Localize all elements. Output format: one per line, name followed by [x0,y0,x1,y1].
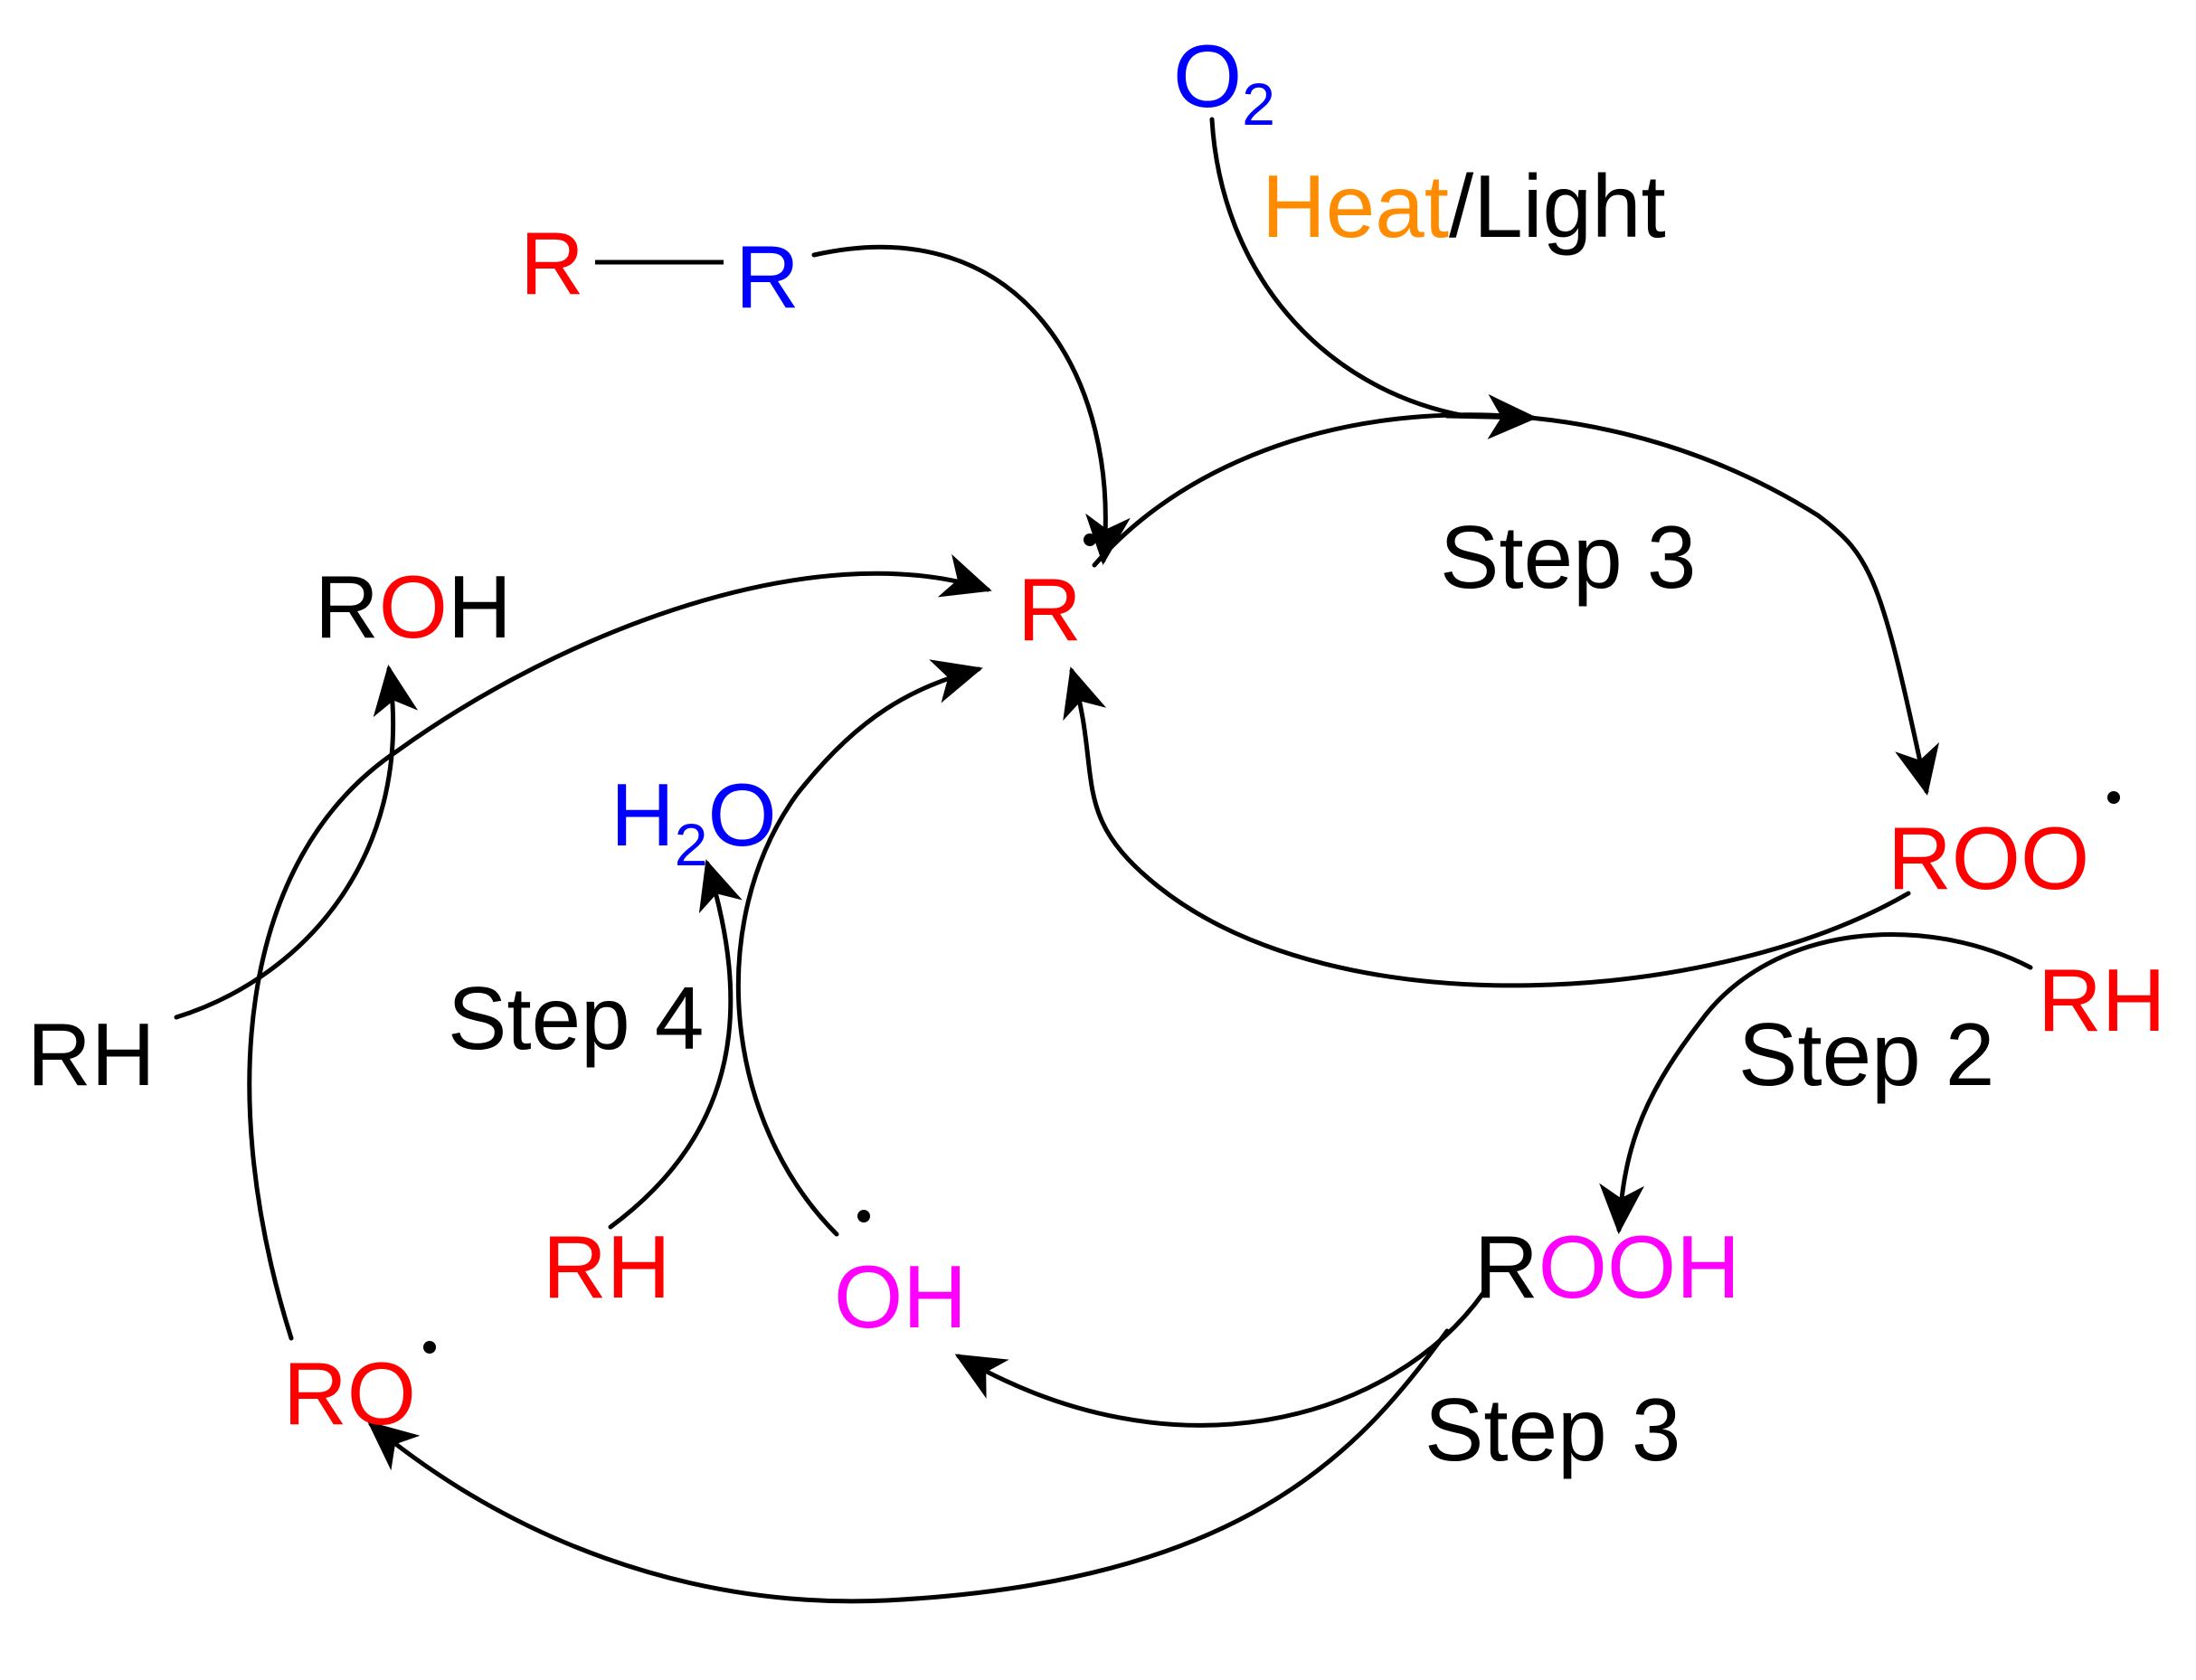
h2o-subscript: 2 [675,811,708,878]
step3-bottom-label: Step 3 [1425,1380,1680,1479]
roh-label: ROH [315,557,512,656]
radical-dot-r [1084,533,1096,546]
arrow-oh-to-r-radical [735,659,983,1237]
o2-label: O2 [1173,26,1275,137]
o2-subscript: 2 [1242,71,1275,137]
arrow-rooh-to-ro [367,1328,1450,1604]
rooh-label: ROOH [1474,1217,1740,1317]
r-radical-center-label: R [1018,560,1082,659]
arrow-roo-to-r [1063,666,1911,988]
step2-label: Step 2 [1738,1005,1994,1104]
oh-radical-label: OH [834,1247,967,1346]
h2o-h: H [611,765,675,864]
rr-right-label: R [735,227,800,326]
rooh-ooh: OOH [1538,1217,1740,1317]
arrow-rh-left-to-roh [174,665,419,1020]
ro-radical-label: RO [283,1344,416,1443]
rr-left-label: R [520,213,584,313]
heat-label: Heat [1262,156,1449,256]
arrow-rr-to-r-radical [811,244,1131,565]
arrow-o2-curve [1209,117,1468,419]
roh-r: R [315,557,379,656]
rh-left-label: RH [27,1005,156,1104]
rooh-r: R [1474,1217,1538,1317]
step3-top-label: Step 3 [1440,507,1696,607]
arrow-rooh-to-oh [954,1290,1486,1428]
arrow-ro-to-r-radical [247,553,992,1341]
roh-o: O [379,557,448,656]
arrow-step3-top [1092,412,1940,796]
roh-h: H [448,557,512,656]
rh-bottom-label: RH [543,1217,671,1317]
radical-dot-oh [857,1210,870,1222]
h2o-o: O [708,765,777,864]
light-label: /Light [1449,156,1666,256]
roo-label: ROO [1888,808,2089,908]
arrow-rh-bottom-to-h2o [608,859,743,1230]
arrow-o2-join [1444,393,1538,439]
rh-right-label: RH [2038,950,2166,1050]
radical-dot-roo [2107,791,2120,804]
arrow-step2-to-rooh [1599,932,2033,1234]
step4-label: Step 4 [448,968,704,1068]
heat-light-label: Heat/Light [1262,156,1666,256]
h2o-label: H2O [611,765,777,878]
radical-dot-ro [423,1341,436,1354]
o2-main: O [1173,26,1242,126]
